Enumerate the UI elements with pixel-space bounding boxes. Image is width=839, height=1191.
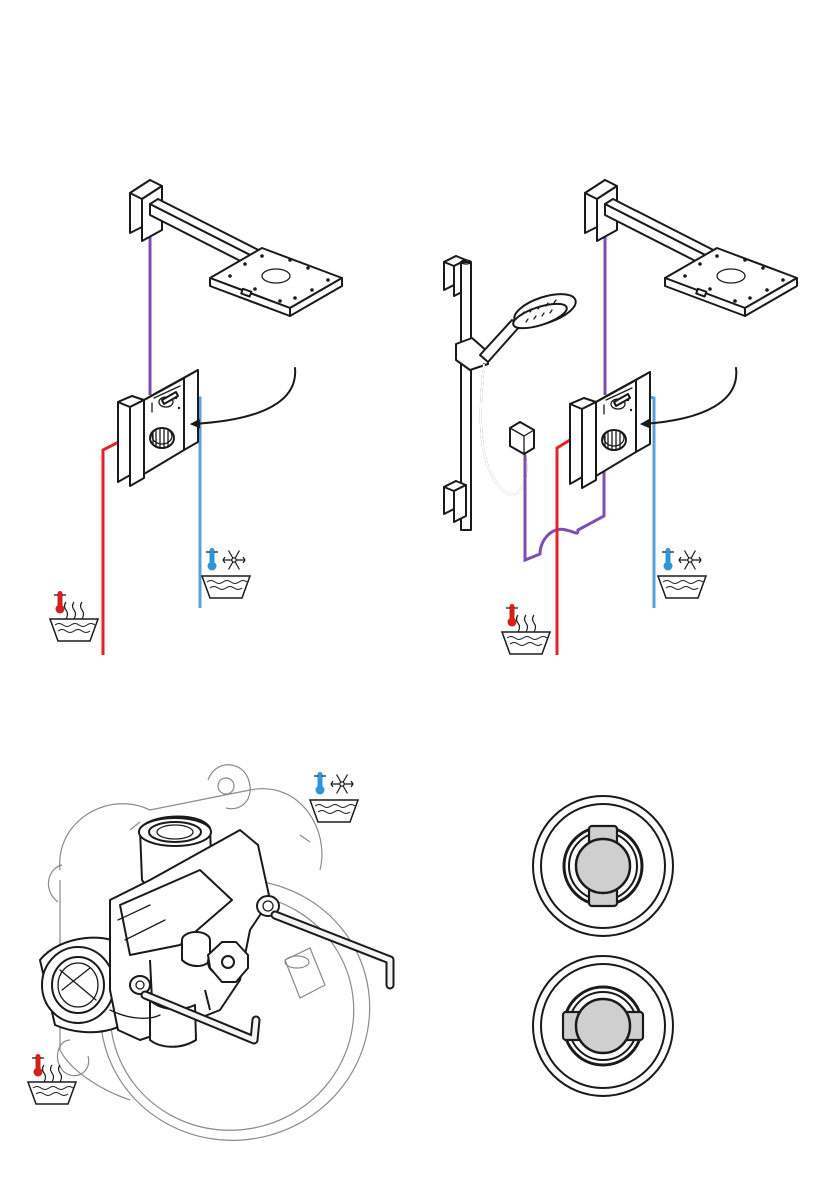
- diagram-overhead-shower: [50, 180, 342, 655]
- curved-arrow-icon: [192, 368, 295, 424]
- cold-water-icon: [658, 548, 706, 598]
- cold-water-icon: [202, 548, 250, 598]
- stop-valve-open: [533, 796, 673, 936]
- hot-water-icon: [502, 604, 550, 654]
- hex-key-upper: [275, 915, 390, 985]
- curved-arrow-icon: [642, 368, 736, 424]
- hot-water-icon: [28, 1054, 76, 1104]
- hot-water-icon: [50, 591, 98, 641]
- stop-valve-closed: [533, 956, 673, 1096]
- slide-rail: [444, 256, 579, 530]
- diagram-overhead-and-hand-shower: [444, 180, 797, 655]
- concealed-body-installation: [28, 765, 399, 1171]
- stop-valve-positions: [533, 796, 673, 1096]
- cold-water-icon: [310, 772, 358, 822]
